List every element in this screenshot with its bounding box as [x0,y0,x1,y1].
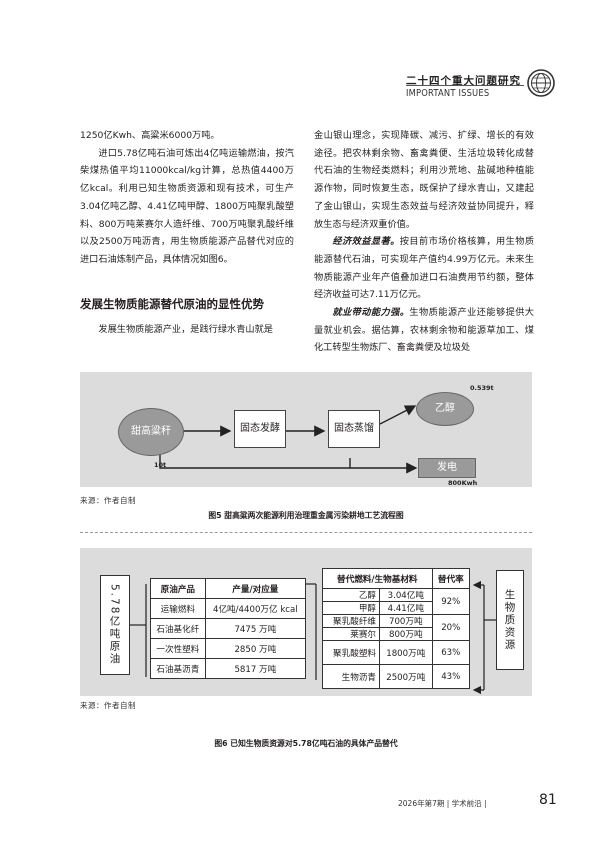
ethanol-node: 乙醇 [416,392,474,426]
header-rule [406,85,524,86]
running-head-title: 二十四个重大问题研究 [406,75,521,87]
run-in-heading: 就业带动能力强。 [332,307,410,319]
table-row: 甲醇 4.41亿吨 [321,601,470,615]
table-row: 聚乳酸塑料 1800万吨 63% [321,640,471,665]
table-row: 石油基沥青 5817 万吨 [150,658,307,679]
figure6-diagram: 5.78亿吨原油 原油产品 产量/对应量 运输燃料 4亿吨/4400万亿 kca… [80,548,532,696]
table-cell: 甲醇 [321,601,381,615]
table-cell: 莱赛尔 [321,627,381,641]
table-header-row: 原油产品 产量/对应量 [150,578,307,599]
table-cell: 聚乳酸纤维 [321,614,381,628]
table-cell: 5817 万吨 [204,658,307,679]
input-mass-label: 10t [154,461,167,469]
run-in-heading: 经济效益显著。 [332,236,400,248]
crude-products-table: 原油产品 产量/对应量 运输燃料 4亿吨/4400万亿 kcal 石油基化纤 7… [150,578,307,679]
right-text-column: 金山银山理念，实现降碳、减污、扩绿、增长的有效途径。把农林剩余物、畜禽粪便、生活… [314,127,534,357]
ethanol-output-label: 0.539t [470,384,494,392]
table-cell: 800万吨 [379,627,433,641]
biomass-resources-label: 生物质资源 [496,570,524,670]
table-cell: 2500万吨 [379,664,433,689]
flow-arrow [379,405,417,425]
figure5-diagram: 甜高粱秆 10t 固态发酵 固态蒸馏 乙醇 0.539t 发电 800Kwh [80,372,532,487]
table-cell: 运输燃料 [150,598,206,619]
running-head-subtitle: IMPORTANT ISSUES [406,88,490,99]
table-row: 聚乳酸纤维 700万吨 20% [321,614,471,641]
left-text-column: 1250亿Kwh、高粱米6000万吨。 进口5.78亿吨石油可炼出4亿吨运输燃油… [80,127,294,269]
figure5-source: 来源：作者自制 [80,496,136,505]
solid-distillation-node: 固态蒸馏 [328,410,380,448]
paragraph: 1250亿Kwh、高粱米6000万吨。 [80,130,220,141]
table-row: 运输燃料 4亿吨/4400万亿 kcal [150,598,307,619]
column-header: 替代率 [431,568,471,589]
paragraph: 进口5.78亿吨石油可炼出4亿吨运输燃油，按汽柴煤热值平均11000kcal/k… [80,147,294,265]
table-cell: 700万吨 [379,614,433,628]
column-header: 原油产品 [150,578,206,599]
table-cell: 1800万吨 [379,640,433,665]
table-cell: 一次性塑料 [150,638,206,659]
paragraph-text: 按目前市场价格核算，用生物质能源替代石油，可实现年产值约4.99万亿元。未来生物… [314,236,535,301]
paragraph: 发展生物质能源产业，是践行绿水青山就是 [98,324,273,335]
table-header-row: 替代燃料/生物基材料 替代率 [322,568,471,589]
substitution-rate-cell: 63% [431,640,471,665]
table-cell: 生物沥青 [321,664,381,689]
globe-logo-icon [527,69,555,97]
power-output-label: 800Kwh [448,479,478,487]
paragraph-text: 生物质能源产业还能够提供大量就业机会。据估算，农林剩余物和能源草加工、煤化工转型… [314,307,534,354]
paragraph: 金山银山理念，实现降碳、减污、扩绿、增长的有效途径。把农林剩余物、畜禽粪便、生活… [314,130,534,230]
substitution-rate-cell: 43% [431,664,471,689]
page-number: 81 [539,792,557,808]
crude-oil-label: 5.78亿吨原油 [100,575,130,675]
figure6-connectors [130,580,496,695]
section-heading: 发展生物质能源替代原油的显性优势 [80,297,264,311]
table-cell: 石油基化纤 [150,618,206,639]
table-cell: 7475 万吨 [204,618,307,639]
substitution-rate-cell: 20% [431,614,471,641]
power-generation-node: 发电 [418,458,476,478]
table-cell: 3.04亿吨 [379,588,433,602]
table-row: 石油基化纤 7475 万吨 [150,618,307,639]
issue-info: 2026年第7期 | 学术前沿 | [398,799,487,808]
table-cell: 4亿吨/4400万亿 kcal [204,598,307,619]
figure-divider [80,532,532,533]
figure6-source: 来源：作者自制 [80,701,136,710]
substitution-rate-cell: 92% [431,588,471,615]
figure5-arrows [159,405,418,474]
column-header: 产量/对应量 [204,578,307,599]
solid-fermentation-node: 固态发酵 [234,410,286,448]
table-row: 乙醇 3.04亿吨 92% [321,588,471,615]
figure5-caption: 图5 甜高粱两次能源利用治理重金属污染耕地工艺流程图 [208,511,404,520]
paragraph: 就业带动能力强。生物质能源产业还能够提供大量就业机会。据估算，农林剩余物和能源草… [314,304,534,357]
sweet-sorghum-node: 甜高粱秆 [118,408,184,456]
table-cell: 乙醇 [321,588,381,602]
figure6-caption: 图6 已知生物质资源对5.78亿吨石油的具体产品替代 [214,739,398,748]
paragraph: 经济效益显著。按目前市场价格核算，用生物质能源替代石油，可实现年产值约4.99万… [314,233,534,304]
flow-arrow [159,454,351,469]
table-row: 生物沥青 2500万吨 43% [321,664,471,689]
table-row: 一次性塑料 2850 万吨 [150,638,307,659]
table-cell: 聚乳酸塑料 [321,640,381,665]
bio-substitutes-table: 替代燃料/生物基材料 替代率 乙醇 3.04亿吨 92% 甲醇 4.41亿吨 聚… [321,568,471,689]
column-header: 替代燃料/生物基材料 [322,568,433,589]
table-row: 莱赛尔 800万吨 [321,627,470,641]
table-cell: 石油基沥青 [150,658,206,679]
table-cell: 4.41亿吨 [379,601,433,615]
table-cell: 2850 万吨 [204,638,307,659]
